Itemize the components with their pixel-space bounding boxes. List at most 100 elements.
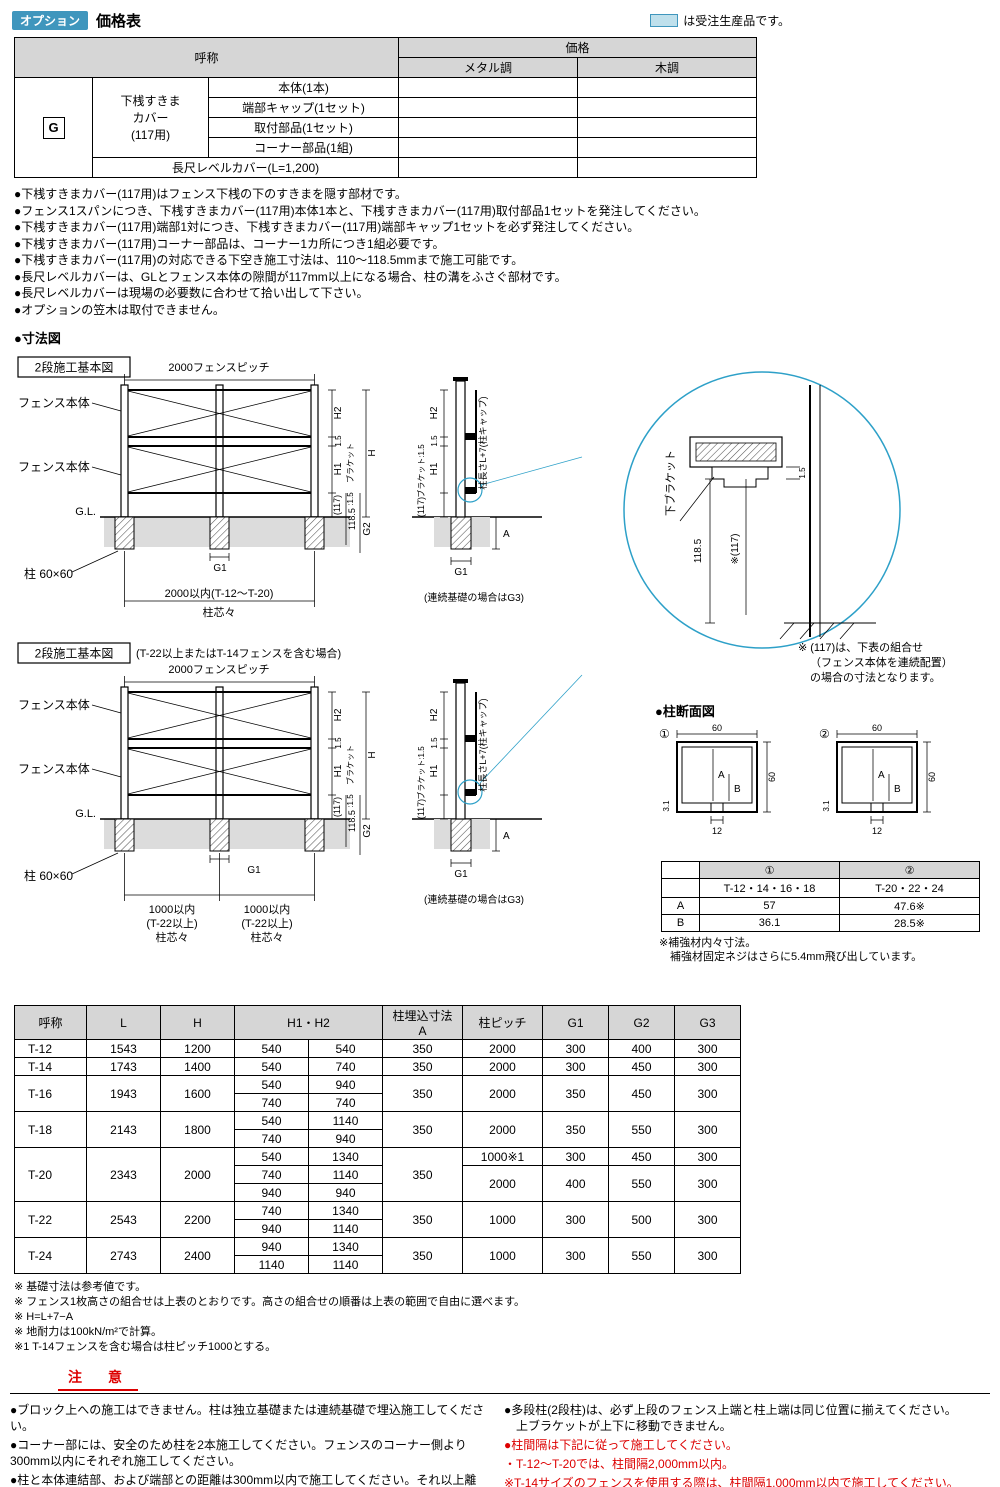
cell: 450 <box>608 1075 675 1112</box>
span-label: (T-22以上) <box>241 917 292 930</box>
page-title: 価格表 <box>96 13 142 30</box>
caution-item: ●ブロック上への施工はできません。柱は独立基礎または連続基礎で埋込施工してくださ… <box>10 1403 485 1433</box>
cell: 740 <box>234 1129 309 1148</box>
footnote-line: ※ 地耐力は100kN/m²で計算。 <box>14 1326 162 1338</box>
cell: 350 <box>542 1075 609 1112</box>
product-name-cell: 下桟すきま カバー (117用) <box>92 77 209 158</box>
cell: 28.5※ <box>839 914 980 932</box>
condition-label: (T-22以上またはT-14フェンスを含む場合) <box>136 646 341 660</box>
cell: 350 <box>382 1039 463 1058</box>
cell: 長尺レベルカバー(L=1,200) <box>91 157 400 178</box>
section-1-icon: ① <box>659 727 670 741</box>
basic-diagram-label: 2段施工基本図 <box>35 646 114 661</box>
col-name: 呼称 <box>14 1005 87 1040</box>
bracket-1.5-label: ブラケット:1.5 <box>416 444 426 498</box>
caution-item: ●柱と本体連結部、および端部との距離は300mm以内で施工してください。それ以上… <box>10 1473 477 1487</box>
price-cell <box>398 157 579 178</box>
cell: 300 <box>674 1165 741 1202</box>
cell: T-22 <box>14 1201 87 1238</box>
cell: 2543 <box>86 1201 161 1238</box>
cell: 300 <box>542 1201 609 1238</box>
pitch-label: 2000フェンスピッチ <box>168 361 269 374</box>
table-row: T-12 1543 1200 540 540 350 2000 300 400 … <box>14 1039 741 1058</box>
note-line: ※補強材内々寸法。 <box>659 937 757 949</box>
bracket-detail-circle: 下ブラケット 1.5 118.5 ※(117) ※ (117)は、下表の組合せ … <box>623 371 953 684</box>
cell: 350 <box>382 1111 463 1148</box>
dim-1.5-label: 1.5 <box>334 435 343 447</box>
group-cell: G <box>14 77 93 178</box>
cell: 550 <box>608 1237 675 1274</box>
post-size-label: 柱 60×60 <box>24 566 73 581</box>
cell: 1800 <box>160 1111 235 1148</box>
footnote-line: ※ H=L+7−A <box>14 1311 74 1323</box>
cell: 2000 <box>462 1057 543 1076</box>
span-label: 2000以内(T-12〜T-20) <box>165 586 274 600</box>
table-row: T-14 1743 1400 540 740 350 2000 300 450 … <box>14 1057 741 1076</box>
cell: 940 <box>308 1075 383 1094</box>
cell: 端部キャップ(1セット) <box>207 97 400 118</box>
cell: 1200 <box>160 1039 235 1058</box>
cell: 1340 <box>308 1237 383 1256</box>
cell: 1400 <box>160 1057 235 1076</box>
dim-1.5-label: 1.5 <box>334 737 343 749</box>
table-row: T-18 2143 1800 540 1140 350 2000 350 550… <box>14 1111 741 1148</box>
cell: 300 <box>674 1147 741 1166</box>
dim-12-label: 12 <box>872 826 882 836</box>
cell: T-18 <box>14 1111 87 1148</box>
table-row: 1140 1140 <box>15 1255 741 1274</box>
cell: 300 <box>542 1147 609 1166</box>
caution-item: ●コーナー部には、安全のため柱を2本施工してください。フェンスのコーナー側より3… <box>10 1438 467 1468</box>
dim-118.5-label: 118.5 <box>347 508 357 530</box>
continuous-foundation-note: (連続基礎の場合はG3) <box>424 591 524 604</box>
caution-item-red: ・T-12〜T-20では、柱間隔2,000mm以内。 <box>504 1457 735 1471</box>
cell: 300 <box>542 1039 609 1058</box>
col-embed-a: 柱埋込寸法 A <box>382 1005 463 1040</box>
table-header-row: 呼称 L H H1・H2 柱埋込寸法 A 柱ピッチ G1 G2 G3 <box>14 1005 741 1040</box>
note-line: ●下桟すきまカバー(117用)の対応できる下空き施工寸法は、110〜118.5m… <box>14 253 524 267</box>
note-line: 補強材固定ネジはさらに5.4mm飛び出しています。 <box>659 951 923 963</box>
cell: 540 <box>234 1039 309 1058</box>
dim-h1-label: H1 <box>429 462 440 475</box>
caution-right-column: ●多段柱(2段柱)は、必ず上段のフェンス上端と柱上端は同じ位置に揃えてください。… <box>504 1402 982 1487</box>
section-2-icon: ② <box>819 727 830 741</box>
dim-g1-label: G1 <box>454 567 468 578</box>
note-line: ●下桟すきまカバー(117用)コーナー部品は、コーナー1カ所につき1組必要です。 <box>14 236 445 251</box>
cell: 550 <box>608 1165 675 1202</box>
dim-b-label: B <box>734 784 741 795</box>
cell: 1340 <box>308 1147 383 1166</box>
dim-h1-label: H1 <box>429 764 440 777</box>
cell: 1000 <box>462 1201 543 1238</box>
cell: 1000 <box>462 1237 543 1274</box>
dim-1.5-label: 1.5 <box>430 435 439 447</box>
detail-note-line: ※ (117)は、下表の組合せ <box>798 640 923 654</box>
page-header: オプション 価格表 は受注生産品です。 <box>12 10 990 31</box>
table-row: B 36.1 28.5※ <box>661 914 980 932</box>
table-row: T-24 2743 2400 940 1340 350 1000 300 550… <box>14 1237 741 1274</box>
dim-h-label: H <box>367 449 378 456</box>
fence-body-label: フェンス本体 <box>18 460 90 474</box>
bracket-label: ブラケット <box>345 745 355 785</box>
basic-diagram-label: 2段施工基本図 <box>35 360 114 375</box>
dim-60-label: 60 <box>872 723 882 733</box>
post-section-figure: ① 60 A B 60 3.1 12 ② <box>659 723 937 836</box>
col-l: L <box>86 1005 161 1040</box>
fence-body-label: フェンス本体 <box>18 762 90 776</box>
cell: 1943 <box>86 1075 161 1112</box>
cell: 1140 <box>308 1219 383 1238</box>
price-cell <box>577 137 758 158</box>
cell: 1140 <box>234 1255 309 1274</box>
cell: 740 <box>234 1201 309 1220</box>
dimension-diagrams: 2段施工基本図 2000フェンスピッチ フェンス本体 フェンス本体 G.L. 柱… <box>10 349 995 1001</box>
footnote-line: ※ 基礎寸法は参考値です。 <box>14 1281 147 1293</box>
cell: 740 <box>308 1093 383 1112</box>
price-cell <box>398 137 579 158</box>
post-length-label: 柱長さL+7(柱キャップ) <box>477 396 488 489</box>
dim-117-label: (117) <box>332 495 342 515</box>
table-footnotes: ※ 基礎寸法は参考値です。 ※ フェンス1枚高さの組合せは上表のとおりです。高さ… <box>14 1280 990 1355</box>
cell: 1000※1 <box>462 1147 543 1166</box>
cell: 2200 <box>160 1201 235 1238</box>
table-header-row: ① ② <box>661 861 980 879</box>
cell: 740 <box>234 1093 309 1112</box>
dim-a-label: A <box>718 770 725 781</box>
